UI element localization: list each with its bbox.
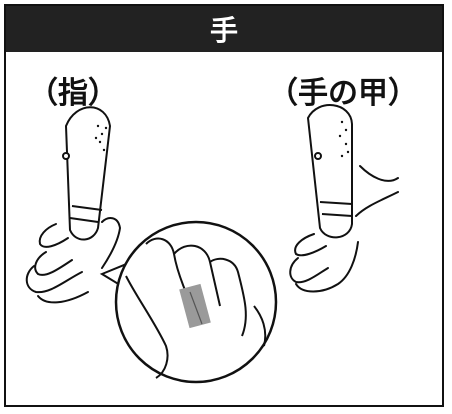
finger-label: （指）	[28, 76, 118, 111]
instruction-panel: 手 （指） （手の甲）	[4, 4, 444, 407]
back-of-hand-label: （手の甲）	[268, 76, 418, 111]
illustration	[25, 104, 399, 384]
zoom-circle-icon	[114, 220, 278, 384]
left-device-icon	[62, 106, 112, 241]
right-device-icon	[306, 104, 353, 239]
right-hand-icon	[289, 165, 399, 293]
bottom-divider	[10, 405, 412, 407]
section-header: 手	[6, 6, 442, 52]
left-hand-icon	[25, 217, 121, 304]
section-title: 手	[209, 14, 238, 47]
